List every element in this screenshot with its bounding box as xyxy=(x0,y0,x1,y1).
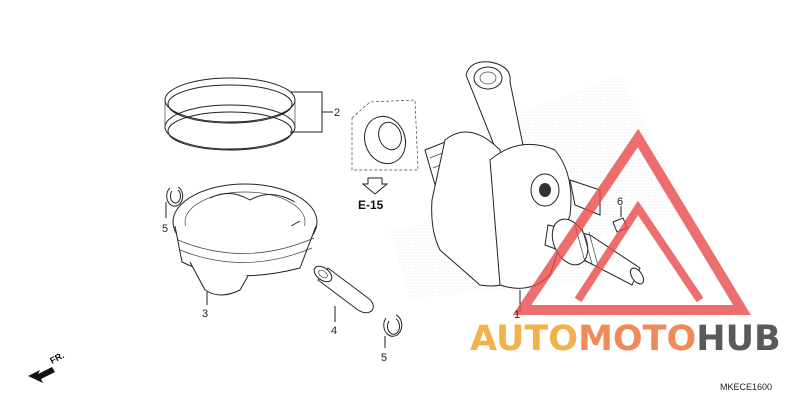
piston xyxy=(172,183,318,296)
callout-4: 4 xyxy=(331,325,337,337)
direction-label: FR. xyxy=(48,350,65,366)
front-direction-arrow-icon xyxy=(28,367,55,383)
circlip-right xyxy=(383,314,403,337)
piston-pin xyxy=(313,265,374,314)
reference-box xyxy=(351,99,419,171)
reference-arrow-icon xyxy=(361,177,389,195)
watermark-hub: HUB xyxy=(696,319,780,359)
callout-leader-2 xyxy=(290,91,333,133)
triangle-logo-icon xyxy=(512,128,751,315)
callout-2: 2 xyxy=(334,107,340,119)
watermark-moto: MOTO xyxy=(578,319,696,359)
watermark-auto: AUTO xyxy=(470,319,578,359)
callout-6: 6 xyxy=(617,196,623,208)
callout-5-right: 5 xyxy=(381,352,387,364)
callout-3: 3 xyxy=(202,308,208,320)
circlip-left xyxy=(166,186,184,207)
callout-5-left: 5 xyxy=(162,223,168,235)
watermark-word: AUTOMOTOHUB xyxy=(470,319,781,359)
drawing-code: MKECE1600 xyxy=(720,382,772,392)
callout-1: 1 xyxy=(514,309,520,321)
reference-label: E-15 xyxy=(358,198,384,212)
piston-rings xyxy=(164,77,296,151)
